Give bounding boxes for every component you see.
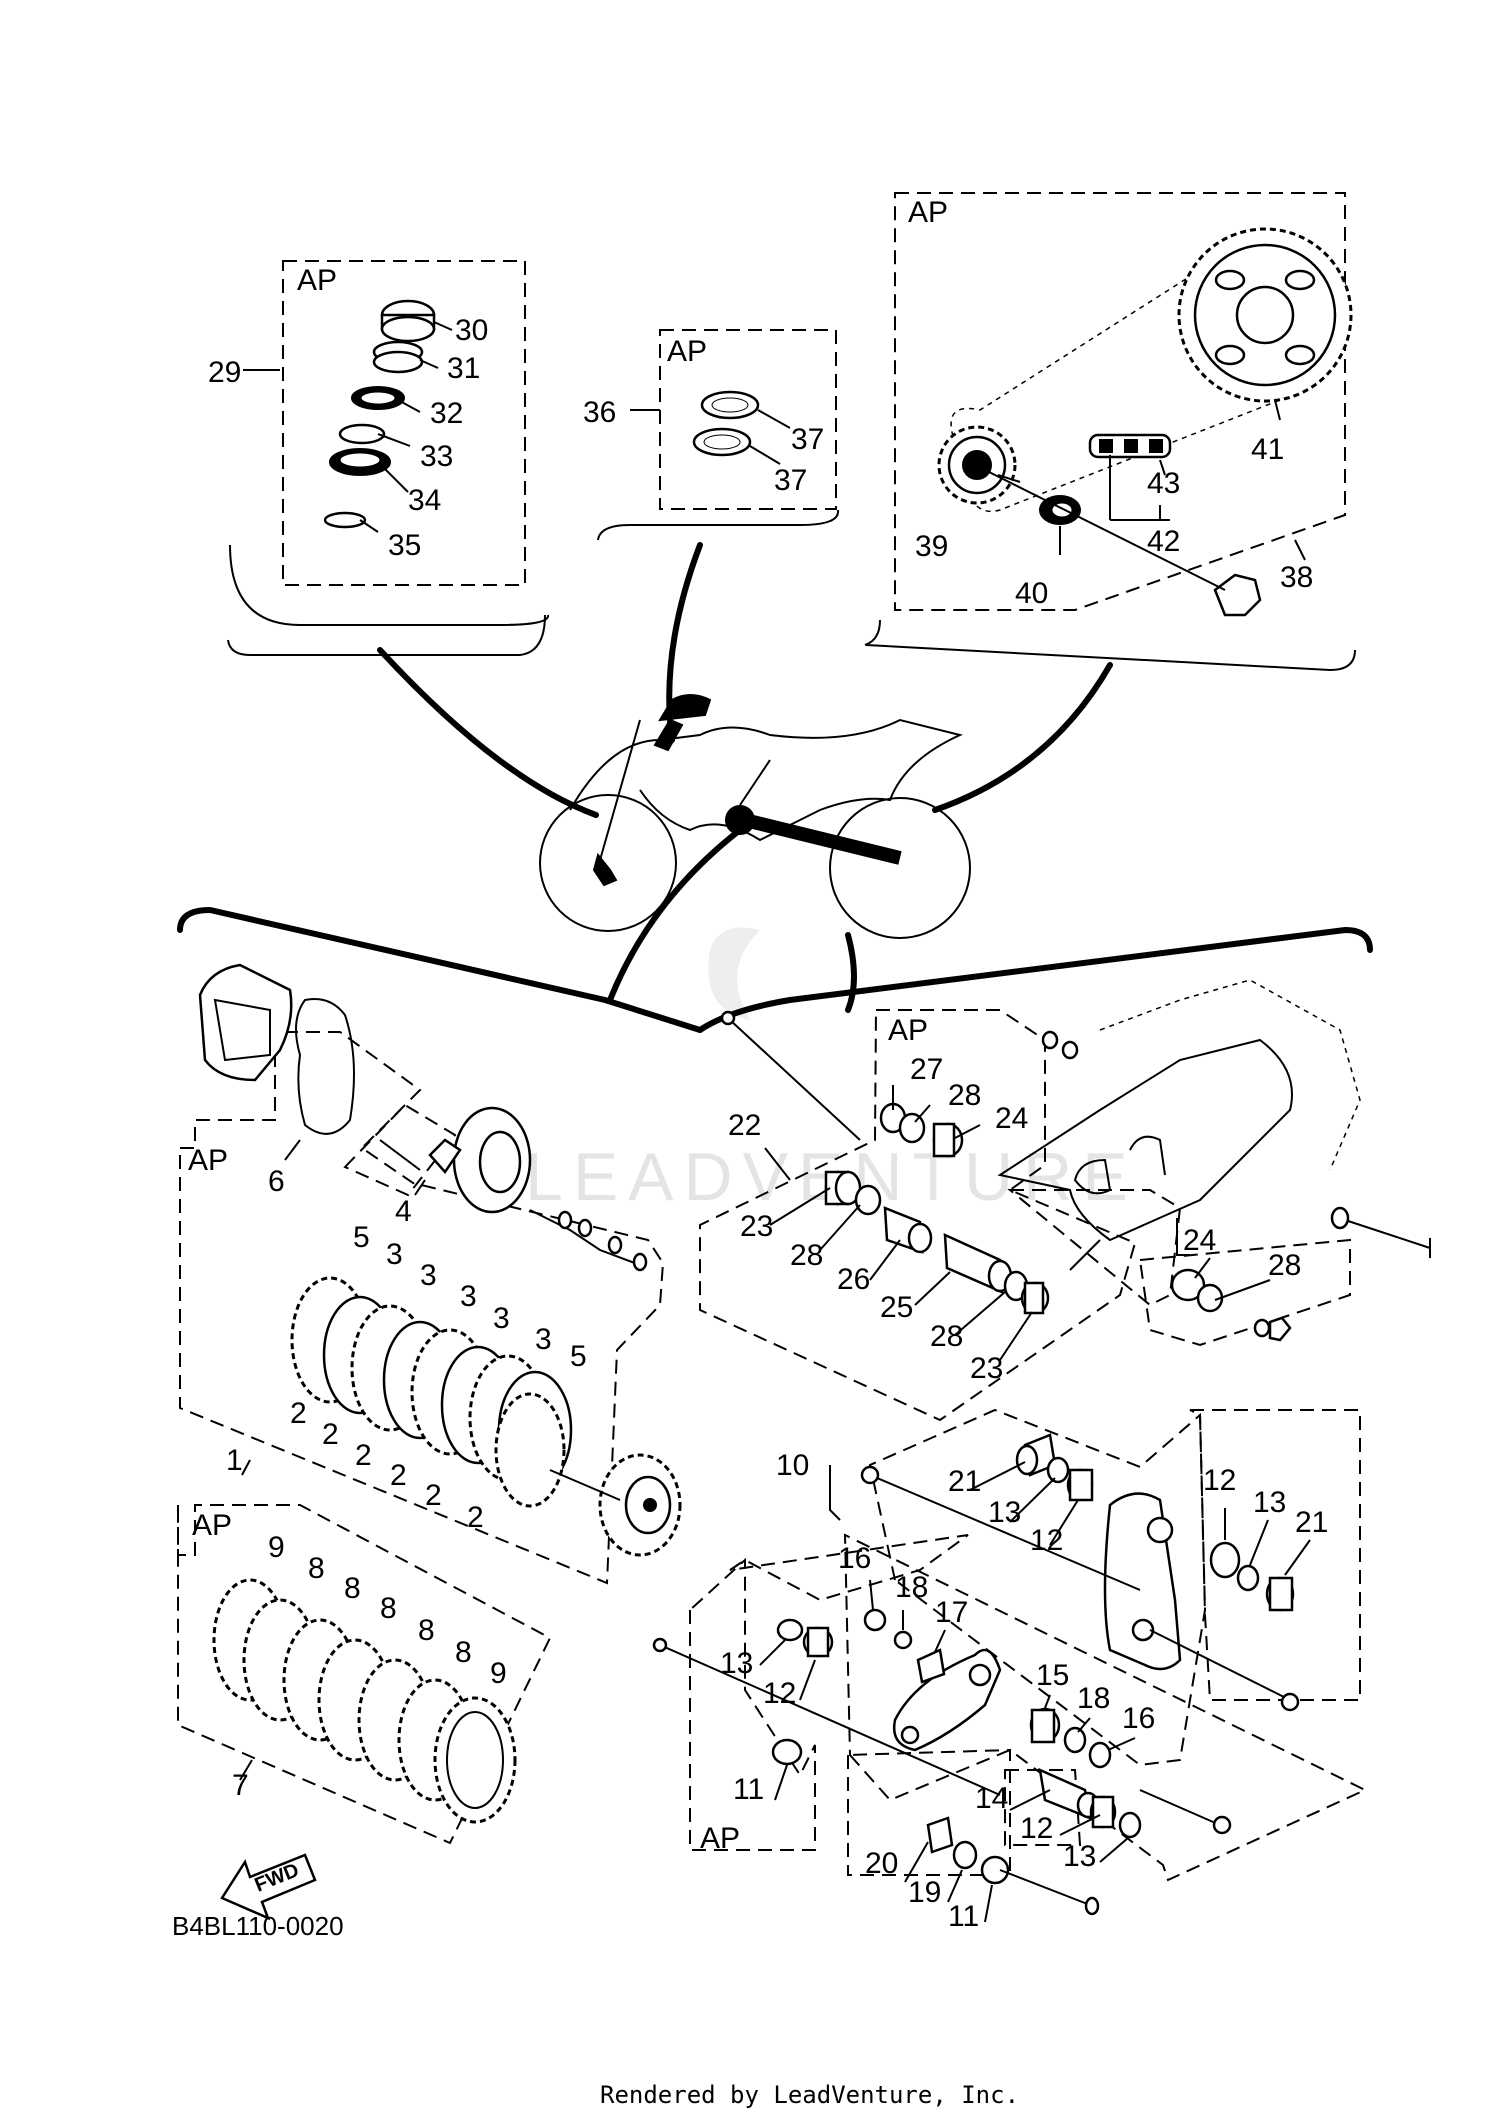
callout: 13: [988, 1496, 1021, 1529]
callout: 22: [728, 1109, 761, 1142]
callout: 3: [493, 1302, 510, 1335]
diagram-code: B4BL110-0020: [172, 1911, 344, 1941]
callout: 3: [460, 1280, 477, 1313]
ap-label-swingarm: AP: [888, 1014, 928, 1047]
callout: 3: [386, 1238, 403, 1271]
motorcycle-outline: [177, 542, 1373, 1033]
callout: 30: [455, 314, 488, 347]
callout: 12: [1020, 1812, 1053, 1845]
callout: 41: [1251, 433, 1284, 466]
ap-label-clutch: AP: [188, 1144, 228, 1177]
callout: 34: [408, 484, 441, 517]
callout: 11: [948, 1900, 979, 1933]
callout: 28: [1268, 1249, 1301, 1282]
callout: 38: [1280, 561, 1313, 594]
callout: 16: [1122, 1702, 1155, 1735]
callout: 21: [1295, 1506, 1328, 1539]
ap-label-linkage: AP: [700, 1822, 740, 1855]
callout: 43: [1147, 467, 1180, 500]
callout: 14: [975, 1782, 1008, 1815]
callout: 31: [447, 352, 480, 385]
callout: 2: [290, 1397, 307, 1430]
callout: 17: [935, 1596, 968, 1629]
callout: 13: [720, 1647, 753, 1680]
callout: 39: [915, 530, 948, 563]
callout: 5: [353, 1221, 370, 1254]
callout: 23: [970, 1352, 1003, 1385]
callout: 36: [583, 396, 616, 429]
ap-label-fork-seal: AP: [667, 335, 707, 368]
callout: 9: [490, 1657, 507, 1690]
fork-seal-group: [597, 329, 840, 541]
callout: 29: [208, 356, 241, 389]
drive-chain-group: [864, 192, 1356, 672]
callout: 15: [1036, 1659, 1069, 1692]
callout: 40: [1015, 577, 1048, 610]
fwd-arrow-icon: FWD: [220, 1853, 317, 1921]
callout: 27: [910, 1053, 943, 1086]
callout-numbers: 30 31 29 32 33 34 35 36 37 37 41 43 39 4…: [208, 314, 1328, 1933]
swingarm-pivot-group: [699, 979, 1431, 1422]
friction-plate-group: [177, 1504, 552, 1845]
callout: 10: [776, 1449, 809, 1482]
callout: 12: [1030, 1524, 1063, 1557]
callout: 23: [740, 1210, 773, 1243]
callout: 9: [268, 1531, 285, 1564]
callout: 37: [774, 464, 807, 497]
callout: 33: [420, 440, 453, 473]
callout: 28: [790, 1239, 823, 1272]
callout: 2: [425, 1479, 442, 1512]
ap-label-friction-kit: AP: [192, 1509, 232, 1542]
steering-bearing-group: [227, 260, 549, 656]
callout: 8: [455, 1636, 472, 1669]
watermark-logo-icon: [708, 927, 760, 1020]
callout: 18: [895, 1571, 928, 1604]
callout: 35: [388, 529, 421, 562]
callout: 12: [763, 1677, 796, 1710]
callout: 8: [418, 1614, 435, 1647]
ap-label-steering: AP: [297, 264, 337, 297]
callout: 28: [930, 1320, 963, 1353]
callout: 2: [322, 1418, 339, 1451]
clutch-group: [179, 963, 682, 1585]
callout: 25: [880, 1291, 913, 1324]
callout: 26: [837, 1263, 870, 1296]
callout: 18: [1077, 1682, 1110, 1715]
callout: 8: [380, 1592, 397, 1625]
leader-lines: [239, 1085, 1311, 1923]
callout: 42: [1147, 525, 1180, 558]
callout: 20: [865, 1847, 898, 1880]
callout: 4: [395, 1195, 412, 1228]
callout: 24: [1183, 1224, 1216, 1257]
callout: 13: [1063, 1840, 1096, 1873]
callout: 2: [467, 1501, 484, 1534]
callout: 28: [948, 1079, 981, 1112]
callout: 32: [430, 397, 463, 430]
callout: 5: [570, 1340, 587, 1373]
callout: 2: [390, 1459, 407, 1492]
callout: 2: [355, 1439, 372, 1472]
callout: 24: [995, 1102, 1028, 1135]
callout: 8: [344, 1572, 361, 1605]
callout: 3: [535, 1323, 552, 1356]
callout: 13: [1253, 1486, 1286, 1519]
callout: 37: [791, 423, 824, 456]
callout: 1: [226, 1444, 243, 1477]
callout: 21: [948, 1465, 981, 1498]
callout: 8: [308, 1552, 325, 1585]
ap-label-chain: AP: [908, 196, 948, 229]
callout: 11: [733, 1773, 764, 1806]
callout: 7: [232, 1769, 249, 1802]
footer-credit: Rendered by LeadVenture, Inc.: [600, 2081, 1019, 2109]
callout: 3: [420, 1259, 437, 1292]
callout: 12: [1203, 1464, 1236, 1497]
callout: 16: [838, 1542, 871, 1575]
callout: 19: [908, 1876, 941, 1909]
callout: 6: [268, 1165, 285, 1198]
